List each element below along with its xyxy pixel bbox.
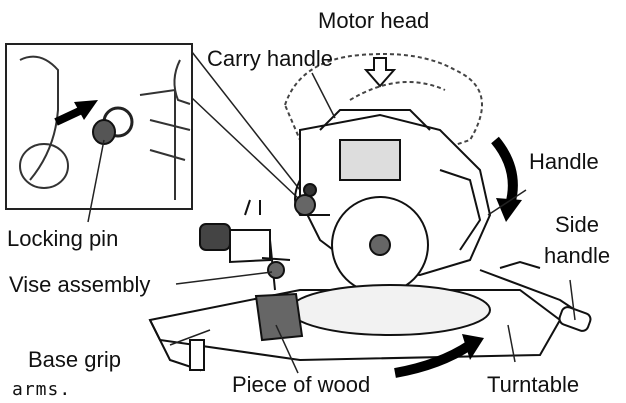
saw-body: [294, 109, 492, 294]
label-carry-handle: Carry handle: [207, 46, 333, 71]
label-side-handle-2: handle: [544, 243, 611, 268]
label-side-handle-1: Side: [555, 212, 600, 237]
base-assembly: [148, 199, 592, 372]
label-vise-assembly: Vise assembly: [9, 272, 151, 297]
leader-lines: [87, 72, 576, 374]
label-base-grip: Base grip: [28, 347, 121, 372]
label-piece-of-wood: Piece of wood: [232, 372, 371, 397]
label-handle: Handle: [529, 149, 599, 174]
down-arrow-icon: [363, 57, 397, 88]
locking-pin-inset: [5, 43, 193, 210]
rotate-down-arrow-icon: [491, 136, 518, 207]
rotate-arrow-icon: [394, 340, 473, 378]
label-arms: arms.: [12, 379, 72, 400]
wood-block: [254, 292, 304, 342]
label-motor-head: Motor head: [318, 8, 430, 33]
label-turntable: Turntable: [487, 372, 580, 397]
label-locking-pin: Locking pin: [7, 226, 119, 251]
motor-head-dashed-outline: [283, 53, 483, 152]
